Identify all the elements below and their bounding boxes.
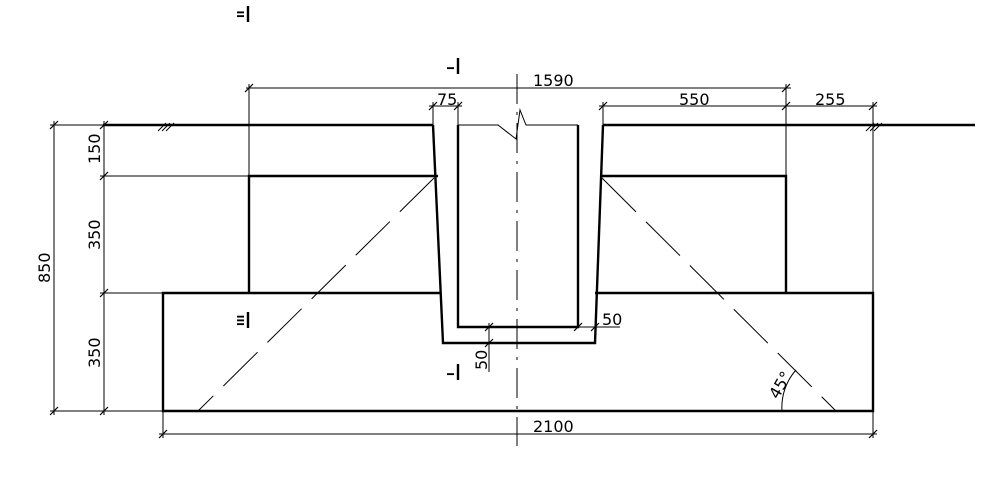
svg-text:III: III <box>236 315 247 326</box>
dim-top-span: 1590 <box>533 71 574 90</box>
break-line <box>458 108 578 140</box>
dim-cover-thickness: 150 <box>85 133 104 164</box>
section-mark-b: I <box>446 58 460 74</box>
upper-block-left <box>247 174 438 293</box>
diagonal-left <box>197 177 435 412</box>
svg-text:II: II <box>236 11 247 18</box>
inner-channel <box>456 125 580 329</box>
dim-edge-ext: 255 <box>815 90 846 109</box>
diagonal-right <box>601 177 837 412</box>
dim-side-gap: 50 <box>602 310 622 329</box>
dim-upper-layer: 350 <box>85 219 104 250</box>
section-mark-a: II <box>236 6 250 22</box>
ground-hatch-left <box>157 122 175 132</box>
svg-text:I: I <box>446 66 457 70</box>
dim-wall-thickness: 75 <box>437 90 457 109</box>
angle-label: 45° <box>765 368 796 402</box>
upper-block-right <box>600 174 788 293</box>
dim-base-width: 2100 <box>533 417 574 436</box>
outer-trench <box>431 124 605 345</box>
section-mark-c: III <box>236 312 250 328</box>
dim-base-gap: 50 <box>472 350 491 370</box>
base-footing <box>161 291 875 413</box>
svg-text:I: I <box>446 372 457 376</box>
dim-footing-ext: 550 <box>679 90 710 109</box>
section-mark-d: I <box>446 364 460 380</box>
dim-total-height: 850 <box>35 252 54 283</box>
dim-lower-layer: 350 <box>85 337 104 368</box>
angle-arc <box>781 369 797 412</box>
